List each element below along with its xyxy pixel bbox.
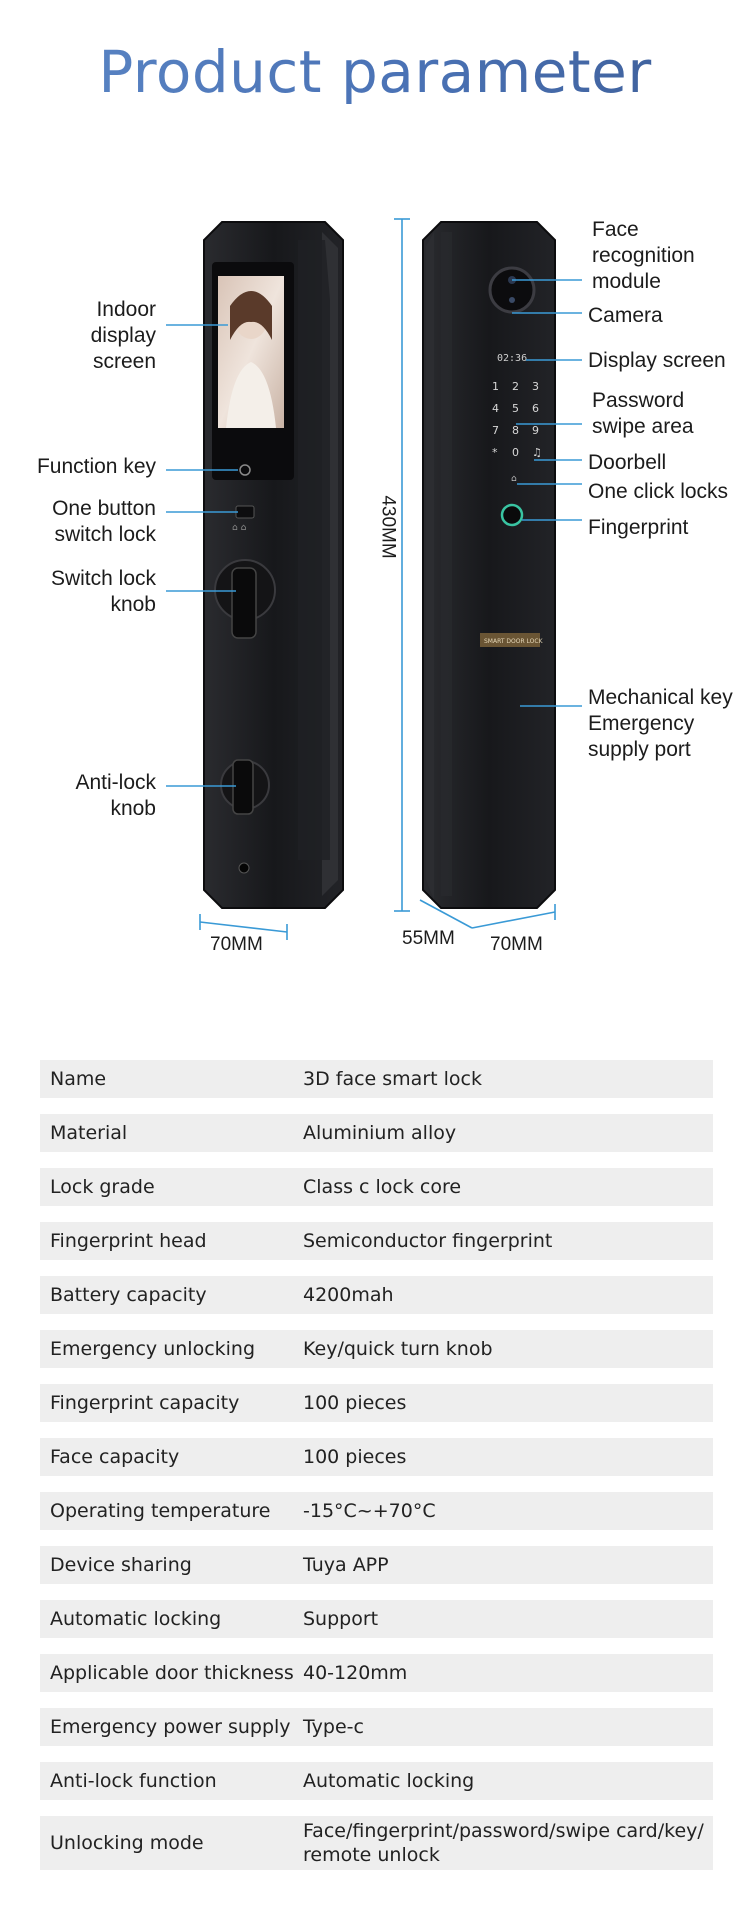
callout-face-module: Face recognition module xyxy=(592,218,695,293)
dimension-side-width: 70MM xyxy=(490,934,543,955)
svg-text:9: 9 xyxy=(532,424,539,437)
callout-fingerprint: Fingerprint xyxy=(588,516,689,539)
brand-plate xyxy=(480,633,540,647)
svg-text:SMART DOOR LOCK: SMART DOOR LOCK xyxy=(484,638,544,645)
svg-text:4: 4 xyxy=(492,402,499,415)
fingerprint-sensor-icon xyxy=(500,503,524,527)
callout-one-click-locks: One click locks xyxy=(588,480,729,503)
svg-text:8: 8 xyxy=(512,424,519,437)
page-title: Product parameter xyxy=(0,38,750,106)
callout-anti-lock-knob: Anti-lock knob xyxy=(75,771,156,820)
dimension-height: 430MM xyxy=(377,495,399,559)
camera-icon xyxy=(509,297,515,303)
indoor-lock-body: ⌂ ⌂ xyxy=(203,221,344,909)
svg-text:♫: ♫ xyxy=(532,446,542,459)
callout-password-area: Password swipe area xyxy=(592,389,694,438)
one-button-switch-icon xyxy=(235,505,255,519)
callout-one-button-switch: One button switch lock xyxy=(52,497,156,546)
svg-text:5: 5 xyxy=(512,402,519,415)
callout-display-screen: Display screen xyxy=(588,349,726,372)
svg-text:2: 2 xyxy=(512,380,519,393)
callout-indoor-display: Indoor display screen xyxy=(90,298,156,373)
face-module-icon xyxy=(488,266,536,314)
svg-text:3: 3 xyxy=(532,380,539,393)
callout-mechanical-key: Mechanical key Emergency supply port xyxy=(588,686,733,761)
svg-text:⌂ ⌂: ⌂ ⌂ xyxy=(232,523,247,533)
spec-row-operating-temperature: Operating temperature-15°C~+70°C xyxy=(40,1492,713,1530)
callout-switch-lock-knob: Switch lock knob xyxy=(50,567,156,616)
svg-text:0: 0 xyxy=(512,446,519,459)
dimension-front-width: 70MM xyxy=(210,934,263,955)
svg-text:6: 6 xyxy=(532,402,539,415)
leader-lines xyxy=(166,279,582,787)
svg-text:1: 1 xyxy=(492,380,499,393)
function-key-icon xyxy=(239,464,251,476)
dimension-lines xyxy=(199,218,556,940)
callout-function-key: Function key xyxy=(36,455,156,478)
callout-camera: Camera xyxy=(588,304,663,327)
svg-text:7: 7 xyxy=(492,424,499,437)
callout-doorbell: Doorbell xyxy=(588,451,667,474)
outdoor-screen-time: 02:36 xyxy=(497,353,527,364)
svg-text:*: * xyxy=(492,446,498,459)
dimension-depth: 55MM xyxy=(402,928,455,949)
one-click-lock-icon: ⌂ xyxy=(511,474,517,484)
